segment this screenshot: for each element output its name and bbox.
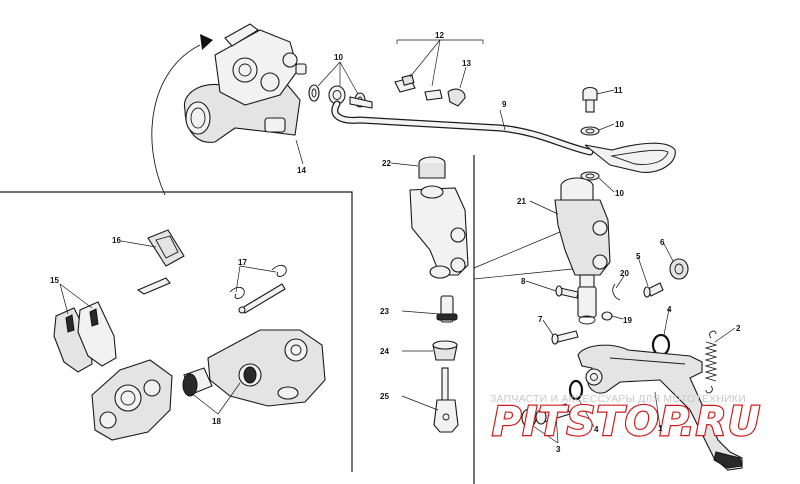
callout-25: 25 (380, 392, 389, 401)
callout-10a: 10 (334, 53, 343, 62)
callout-16: 16 (112, 236, 121, 245)
brake-hose (331, 100, 676, 173)
callout-4a: 4 (667, 305, 672, 314)
piston-kit (432, 295, 459, 433)
brake-pedal (577, 344, 743, 471)
pedal-pivot-bolt (521, 403, 571, 428)
master-cylinder-body (409, 156, 469, 279)
watermark-caption: ЗАПЧАСТИ И АКСЕССУАРЫ ДЛЯ МОТОТЕХНИКИ (490, 393, 746, 405)
callout-10b: 10 (615, 120, 624, 129)
panel-frame (0, 155, 583, 484)
callout-10c: 10 (615, 189, 624, 198)
callout-22: 22 (382, 159, 391, 168)
callout-21: 21 (517, 197, 526, 206)
callout-5: 5 (636, 252, 641, 261)
brake-pads (53, 301, 117, 373)
callout-6: 6 (660, 238, 665, 247)
pedal-fasteners (551, 258, 689, 345)
callout-11: 11 (614, 86, 623, 95)
callout-19: 19 (623, 316, 632, 325)
banjo-fitting-upper (308, 84, 373, 109)
callout-14: 14 (297, 166, 306, 175)
callout-12: 12 (435, 31, 444, 40)
callout-23: 23 (380, 307, 389, 316)
callout-7: 7 (538, 315, 543, 324)
banjo-bolt-lower (580, 86, 600, 181)
bleeder-valve-parts (394, 74, 466, 107)
return-spring (704, 330, 718, 394)
callout-8: 8 (521, 277, 526, 286)
callout-13: 13 (462, 59, 471, 68)
pad-spring-clip (136, 229, 185, 295)
callout-24: 24 (380, 347, 389, 356)
callout-2: 2 (736, 324, 741, 333)
master-cylinder-assembled (554, 177, 611, 325)
callout-20: 20 (620, 269, 629, 278)
caliper-exploded (91, 329, 326, 441)
leader-lines (59, 39, 736, 444)
callout-18: 18 (212, 417, 221, 426)
assembly-arrow (151, 34, 213, 196)
callout-15: 15 (50, 276, 59, 285)
watermark-logo: PITSTOP.RU (492, 399, 761, 445)
pad-pin-and-clips (229, 264, 287, 314)
callout-4b: 4 (594, 425, 599, 434)
callout-3: 3 (556, 445, 561, 454)
callout-9: 9 (502, 100, 507, 109)
callout-1: 1 (658, 424, 663, 433)
callout-17: 17 (238, 258, 247, 267)
watermark: ЗАПЧАСТИ И АКСЕССУАРЫ ДЛЯ МОТОТЕХНИКИ PI… (490, 393, 761, 446)
brake-caliper-assembly (184, 23, 307, 143)
callout-labels: 1 2 3 4 4 5 6 7 8 9 10 10 10 11 12 13 14… (50, 31, 741, 454)
